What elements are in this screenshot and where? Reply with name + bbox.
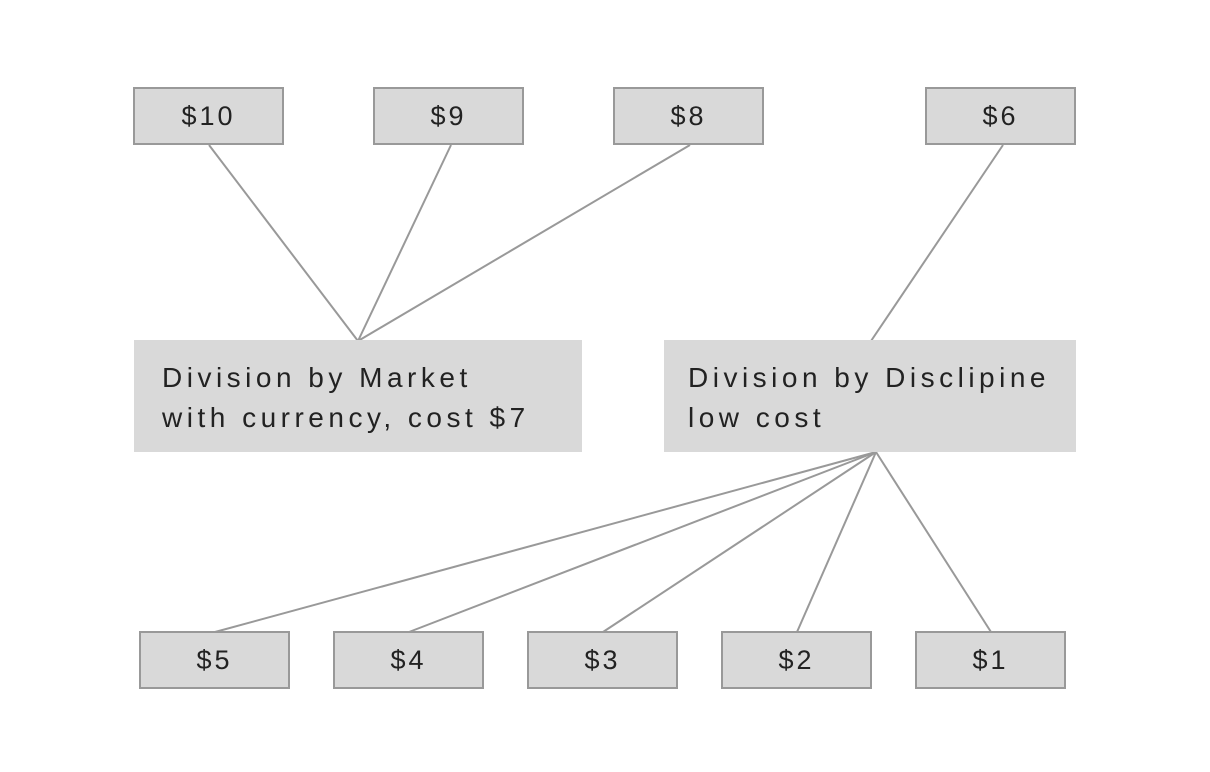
node-8[interactable]: $8 [613,87,764,145]
node-10[interactable]: $10 [133,87,284,145]
edge-n8-market [357,144,691,342]
division-by-market-node[interactable]: Division by Market with currency, cost $… [134,340,582,452]
node-6[interactable]: $6 [925,87,1076,145]
edge-n6-discipline [870,144,1004,342]
node-6-label: $6 [982,100,1019,131]
edge-discipline-n2 [796,451,877,633]
edge-discipline-n4 [408,451,877,633]
node-1-label: $1 [972,644,1009,675]
node-9-label: $9 [430,100,467,131]
division-by-market-line2: with currency, cost $7 [162,402,530,433]
node-2[interactable]: $2 [721,631,872,689]
node-1[interactable]: $1 [915,631,1066,689]
node-8-label: $8 [670,100,707,131]
edge-n10-market [208,144,359,342]
node-3-label: $3 [584,644,621,675]
node-2-label: $2 [778,644,815,675]
edge-discipline-n3 [602,451,877,633]
node-5-label: $5 [196,644,233,675]
edge-discipline-n5 [214,451,877,633]
division-by-discipline-line1: Division by Disclipine [688,362,1050,393]
node-4-label: $4 [390,644,427,675]
edge-discipline-n1 [875,451,992,633]
node-4[interactable]: $4 [333,631,484,689]
node-5[interactable]: $5 [139,631,290,689]
node-3[interactable]: $3 [527,631,678,689]
division-by-discipline-node[interactable]: Division by Disclipine low cost [664,340,1076,452]
edge-n9-market [357,144,452,342]
division-by-market-line1: Division by Market [162,362,472,393]
node-10-label: $10 [181,100,236,131]
node-9[interactable]: $9 [373,87,524,145]
division-by-discipline-line2: low cost [688,402,826,433]
